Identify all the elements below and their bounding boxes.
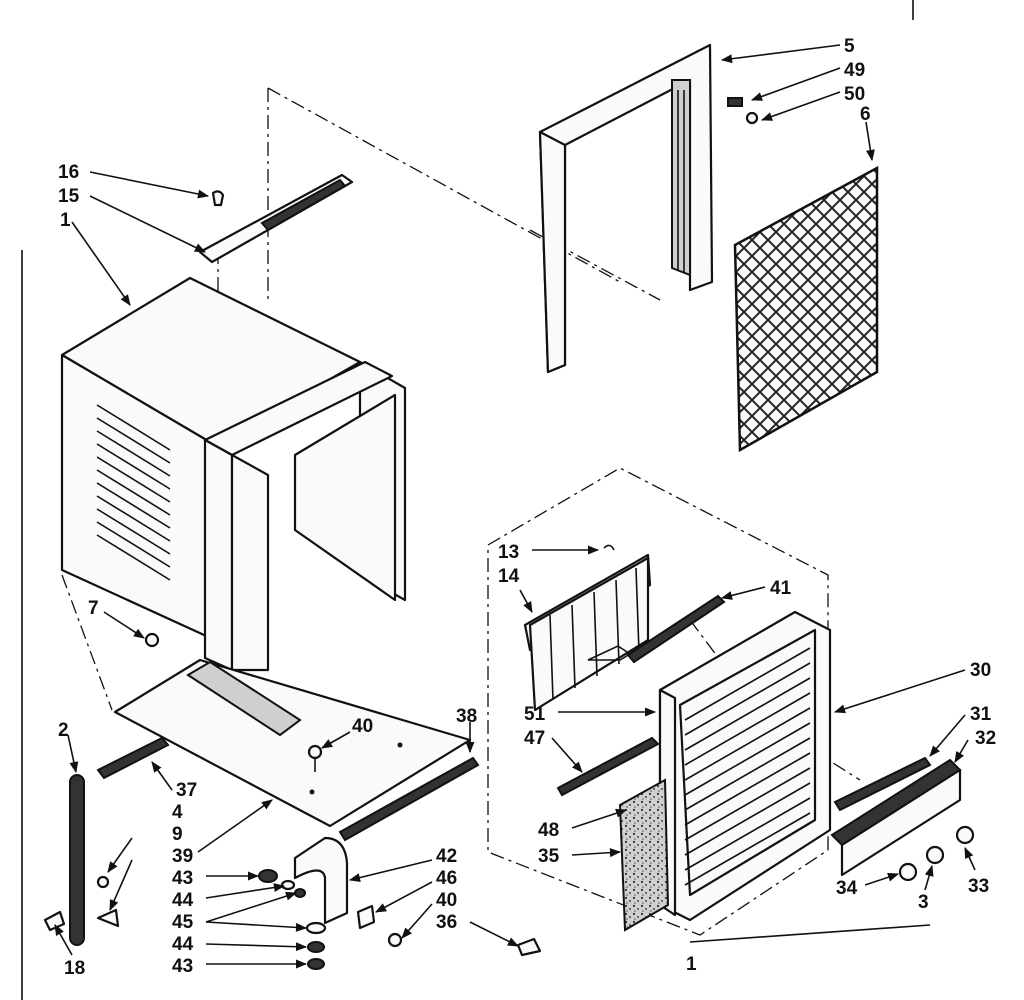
callout-44-a: 44	[172, 890, 194, 911]
callout-37: 37	[176, 780, 197, 801]
callout-50: 50	[844, 84, 865, 105]
callout-51: 51	[524, 704, 546, 725]
callout-1-top: 1	[60, 210, 71, 231]
base-pan	[113, 658, 472, 828]
control-strip	[833, 756, 932, 812]
callout-14: 14	[498, 566, 520, 587]
callout-9: 9	[172, 824, 183, 845]
grille-louvers	[684, 647, 811, 886]
callout-5: 5	[844, 36, 855, 57]
front-grille	[658, 610, 832, 922]
screw-4	[96, 875, 110, 889]
air-filter	[618, 778, 670, 932]
callout-13: 13	[498, 542, 519, 563]
callout-1-bottom: 1	[686, 954, 697, 975]
callout-43-b: 43	[172, 956, 193, 977]
screw-40-lower	[387, 932, 403, 948]
callout-49: 49	[844, 60, 865, 81]
callout-7: 7	[88, 598, 99, 619]
air-divider	[523, 553, 652, 712]
screw-40	[307, 744, 323, 772]
callout-6: 6	[860, 104, 871, 125]
control-panel	[830, 758, 962, 877]
mesh-filter	[733, 165, 879, 453]
callout-48: 48	[538, 820, 559, 841]
mount-bracket-42	[293, 836, 349, 925]
callout-16: 16	[58, 162, 79, 183]
callout-36: 36	[436, 912, 457, 933]
callout-4: 4	[172, 802, 183, 823]
callout-3: 3	[918, 892, 929, 913]
cabinet-louvers	[96, 404, 171, 581]
rail-37	[96, 736, 170, 780]
rail-38	[338, 756, 480, 842]
callout-31: 31	[970, 704, 992, 725]
clip-36	[516, 937, 542, 957]
retainer-13	[603, 544, 615, 551]
callout-41: 41	[770, 578, 792, 599]
callout-38: 38	[456, 706, 477, 727]
gasket-47	[556, 736, 660, 797]
knob-34	[898, 862, 918, 882]
knob-3	[925, 845, 945, 865]
callout-30: 30	[970, 660, 991, 681]
side-rail-2	[69, 774, 85, 946]
callout-35: 35	[538, 846, 560, 867]
callout-39: 39	[172, 846, 193, 867]
callout-2: 2	[58, 720, 69, 741]
clip-18	[43, 910, 66, 932]
cabinet-housing	[60, 276, 407, 672]
control-knobs	[898, 825, 975, 882]
clip-46	[356, 904, 376, 930]
clip-9	[96, 908, 120, 928]
callout-42: 42	[436, 846, 457, 867]
callout-43-a: 43	[172, 868, 193, 889]
callout-labels: 5 49 50 6 16 15 1 7 2 37 4 9 39 43 44 45…	[58, 36, 996, 979]
top-rail	[198, 173, 354, 264]
knob-33	[955, 825, 975, 845]
callout-47: 47	[524, 728, 545, 749]
callout-45: 45	[172, 912, 194, 933]
hardware-stack	[258, 869, 327, 970]
screw-7	[144, 632, 160, 648]
bracket-41	[626, 594, 726, 664]
callout-44-b: 44	[172, 934, 194, 955]
leader-lines	[54, 44, 976, 969]
window-frame	[538, 43, 759, 374]
callout-33: 33	[968, 876, 989, 897]
callout-46: 46	[436, 868, 457, 889]
callout-40-a: 40	[352, 716, 373, 737]
callout-15: 15	[58, 186, 80, 207]
callout-40-b: 40	[436, 890, 457, 911]
callout-32: 32	[975, 728, 996, 749]
callout-34: 34	[836, 878, 858, 899]
callout-18: 18	[64, 958, 85, 979]
